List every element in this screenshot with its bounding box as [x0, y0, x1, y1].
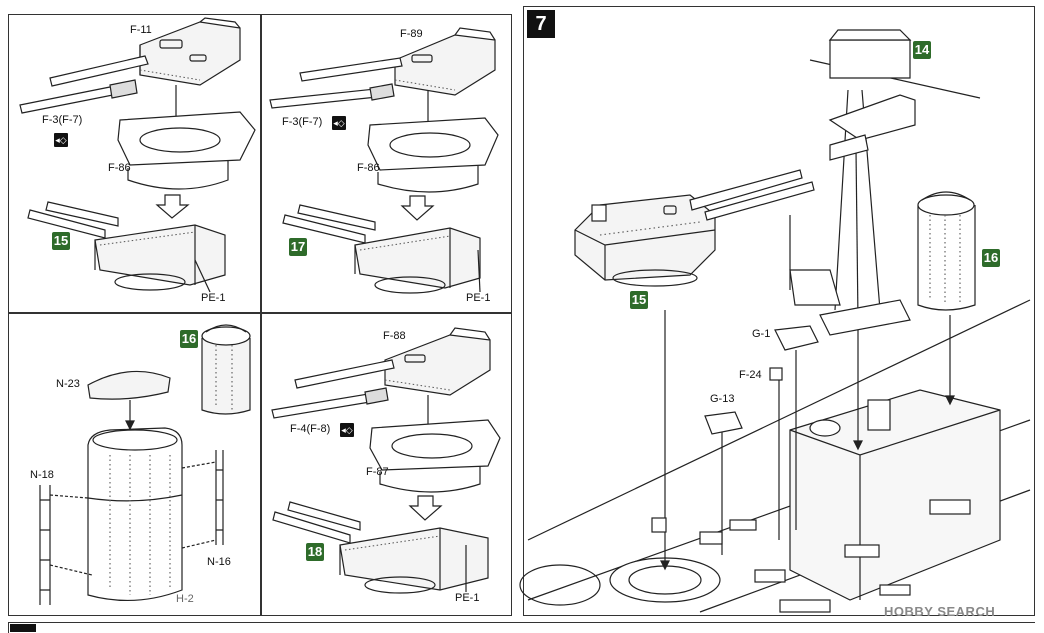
main-assembly-drawing	[519, 29, 1031, 613]
part-label-cap: N-23	[56, 378, 80, 390]
part-label-barrel: F-3(F-7)	[282, 116, 323, 128]
part-label-left-ladder: N-18	[30, 469, 54, 481]
part-label-top: F-11	[130, 24, 152, 36]
assembly-badge: 16	[180, 330, 198, 348]
part-label-f24: F-24	[739, 369, 762, 381]
photo-etch-icon: ◂◇	[332, 116, 346, 130]
main-badge-funnel: 16	[982, 249, 1000, 267]
part-label-pe: PE-1	[466, 292, 491, 304]
part-label-top: F-89	[400, 28, 423, 40]
main-badge-turret: 15	[630, 291, 648, 309]
assembly-badge: 15	[52, 232, 70, 250]
part-label-barrel: F-3(F-7)	[42, 114, 83, 126]
panel-b-drawing	[269, 27, 499, 294]
part-label-right-ladder: N-16	[207, 556, 231, 568]
panel-d-drawing	[271, 327, 501, 594]
photo-etch-icon: ◂◇	[340, 423, 354, 437]
part-label-barrel: F-4(F-8)	[290, 423, 331, 435]
bottom-step-marker	[10, 624, 36, 632]
watermark-text: HOBBY SEARCH	[884, 604, 996, 619]
main-badge-mast: 14	[913, 41, 931, 59]
part-label-g1: G-1	[752, 328, 771, 340]
panel-a-drawing	[19, 17, 256, 293]
part-label-body: H-2	[176, 593, 194, 605]
part-label-g13: G-13	[710, 393, 735, 405]
panel-c-drawing	[39, 324, 251, 605]
step-number: 7	[527, 10, 555, 38]
assembly-badge: 18	[306, 543, 324, 561]
part-label-base: F-86	[108, 162, 131, 174]
part-label-top: F-88	[383, 330, 406, 342]
part-label-base: F-87	[366, 466, 389, 478]
bottom-strip	[8, 622, 1035, 633]
part-label-base: F-86	[357, 162, 380, 174]
part-label-pe: PE-1	[455, 592, 480, 604]
photo-etch-icon: ◂◇	[54, 133, 68, 147]
vertical-divider	[260, 15, 262, 615]
part-label-pe: PE-1	[201, 292, 226, 304]
assembly-badge: 17	[289, 238, 307, 256]
horizontal-divider	[9, 312, 511, 314]
